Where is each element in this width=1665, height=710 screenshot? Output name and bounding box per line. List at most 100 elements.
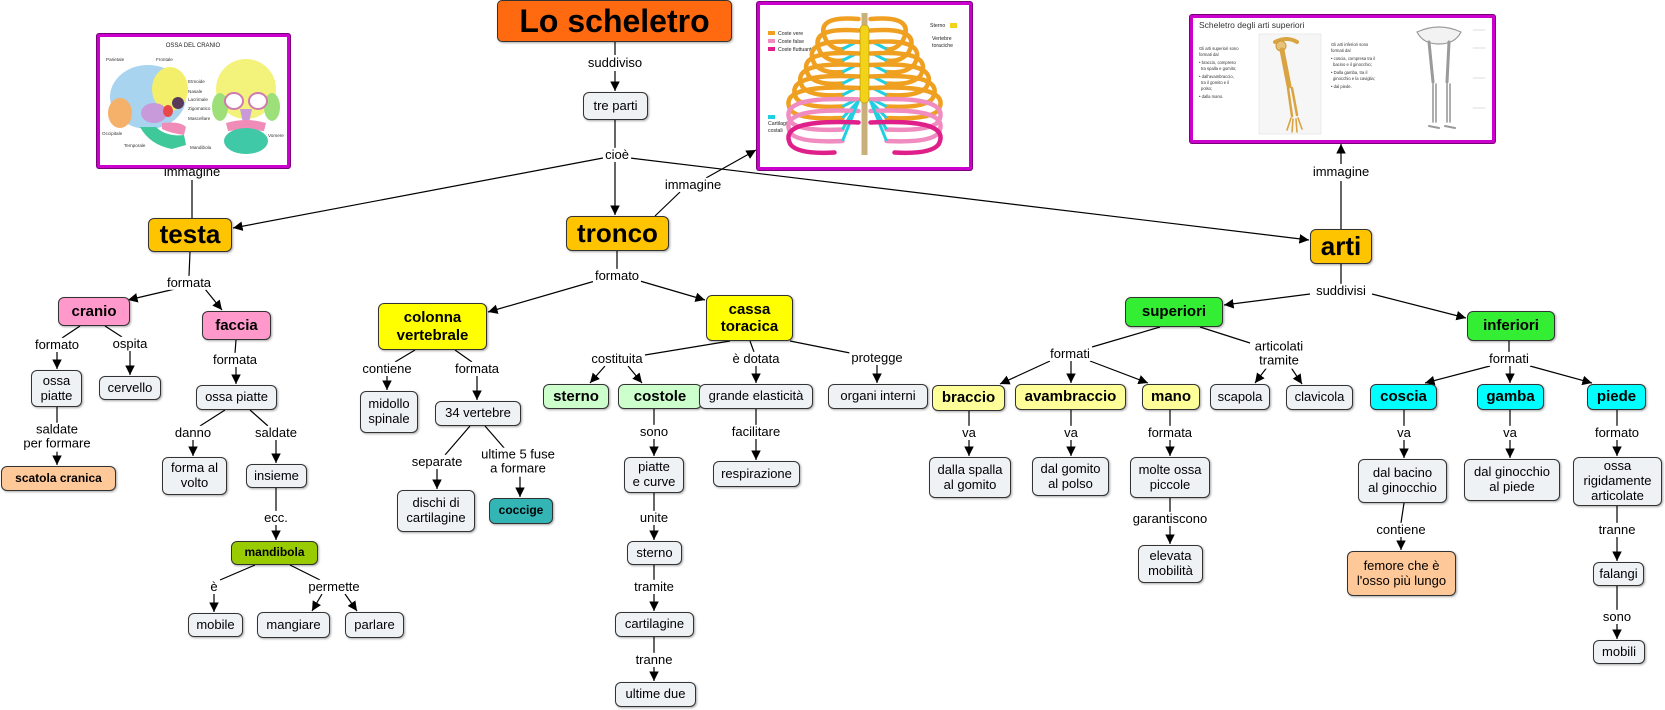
legend-label: Coste vere — [778, 31, 803, 37]
connector — [199, 409, 226, 427]
node-femore: femore che è l'osso più lungo — [1347, 551, 1456, 596]
connector-arrow — [1529, 365, 1593, 386]
connector-arrow — [311, 593, 323, 612]
limbs-text-line: • coscia, compresa tra il — [1331, 56, 1375, 61]
node-respirazione: respirazione — [713, 461, 800, 487]
connector-arrow — [1223, 293, 1311, 309]
node-dal-bacino-al-ginocchio: dal bacino al ginocchio — [1358, 459, 1447, 503]
ribcage-illustration: Coste vere Coste false Coste fluttuanti … — [768, 13, 957, 156]
link-label: tramite — [632, 578, 676, 595]
link-label: va — [960, 424, 978, 441]
legend-label: Coste fluttuanti — [778, 47, 813, 53]
rib — [809, 39, 861, 75]
rib — [868, 50, 926, 87]
connector-arrow — [1289, 365, 1303, 385]
rib — [786, 119, 861, 156]
connector-arrow — [232, 157, 604, 231]
link-label: formato — [592, 267, 642, 284]
limbs-text-line: • braccio, compreso — [1199, 60, 1237, 65]
node-ossa-piatte-faccia: ossa piatte — [196, 385, 277, 410]
node-braccio: braccio — [932, 385, 1005, 411]
skull-image: OSSA DEL CRANIO Parietale Frontale Etmoi… — [97, 34, 290, 168]
link-label: formata — [164, 274, 214, 291]
link-label: formati — [1487, 350, 1531, 367]
limbs-text-line: Gli arti inferiori sono — [1331, 42, 1369, 47]
rib — [868, 39, 920, 75]
node-colonna-vertebrale: colonna vertebrale — [378, 303, 487, 350]
node-clavicola: clavicola — [1286, 385, 1353, 410]
link-label: unite — [637, 509, 671, 526]
connector — [234, 339, 237, 354]
limbs-text-line: • dalla mano. — [1199, 94, 1223, 99]
link-label: ecc. — [262, 509, 290, 526]
skull-label: Occipitale — [102, 131, 123, 136]
link-label: immagine — [1310, 163, 1372, 180]
cartilagini-label: Cartilagini — [768, 121, 791, 127]
limbs-title: Scheletro degli arti superiori — [1199, 20, 1304, 30]
skull-label: Parietale — [106, 57, 125, 62]
connector — [749, 340, 755, 353]
link-label: va — [1062, 424, 1080, 441]
node-superiori: superiori — [1125, 297, 1223, 327]
skull-label: Vomere — [268, 133, 284, 138]
node-parlare: parlare — [345, 612, 404, 638]
limbs-text-line: bacino e il ginocchio; — [1333, 62, 1372, 67]
node-cassa-toracica: cassa toracica — [706, 295, 793, 341]
node-elevata-mobilita: elevata mobilità — [1138, 545, 1203, 583]
connector — [289, 564, 321, 581]
connector — [394, 349, 416, 363]
rib — [868, 73, 937, 110]
link-label: formato — [1592, 424, 1642, 441]
node-scatola-cranica: scatola cranica — [1, 466, 116, 491]
link-label: tranne — [1596, 521, 1638, 538]
link-label: ultime 5 fuse a formare — [479, 446, 557, 477]
node-faccia: faccia — [202, 311, 271, 340]
connector-arrow — [1371, 293, 1467, 321]
sterno-label: Sterno — [930, 23, 945, 29]
link-label: permette — [306, 578, 362, 595]
limbs-image: Scheletro degli arti superiori Gli arti … — [1190, 15, 1495, 143]
skull-label: Mascellare — [188, 116, 211, 121]
legend-label: Coste false — [778, 39, 804, 45]
limbs-text-line: • Dalla gamba, tra il — [1331, 70, 1367, 75]
link-label: contiene — [1374, 521, 1428, 538]
node-gamba: gamba — [1477, 384, 1544, 410]
skull-label: Frontale — [156, 57, 173, 62]
node-grande-elasticita: grande elasticità — [699, 384, 813, 409]
connector — [444, 425, 471, 456]
link-label: saldate — [253, 424, 299, 441]
connector-arrow — [999, 360, 1051, 385]
node-34-vertebre: 34 vertebre — [435, 401, 521, 426]
node-falangi: falangi — [1593, 562, 1644, 586]
link-label: contiene — [360, 360, 414, 377]
connector — [654, 191, 681, 217]
node-organi-interni: organi interni — [828, 384, 928, 409]
ribcage-image: Coste vere Coste false Coste fluttuanti … — [757, 2, 972, 170]
limbs-text-line: Gli arti superiori sono — [1199, 46, 1239, 51]
connector-arrow — [639, 280, 706, 302]
connector-arrow — [589, 365, 606, 384]
rib — [792, 73, 861, 110]
link-label: suddivisi — [1314, 282, 1368, 299]
link-label: facilitare — [729, 423, 783, 440]
link-label: articolati tramite — [1252, 338, 1306, 369]
limbs-text-line: formati dal — [1331, 48, 1351, 53]
rib — [798, 62, 861, 98]
link-label: formata — [452, 360, 502, 377]
link-label: formata — [210, 351, 260, 368]
link-label: saldate per formare — [21, 421, 93, 452]
connector — [1400, 502, 1405, 524]
node-forma-al-volto: forma al volto — [162, 457, 227, 495]
link-label: sono — [637, 423, 671, 440]
sterno-bone — [859, 24, 870, 104]
link-label: garantiscono — [1130, 510, 1210, 527]
node-sterno: sterno — [543, 384, 609, 409]
node-mano: mano — [1142, 384, 1200, 410]
link-label: formata — [1145, 424, 1195, 441]
link-label: danno — [172, 424, 214, 441]
connector — [789, 340, 851, 354]
connector-arrow — [629, 157, 1310, 244]
node-piatte-e-curve: piatte e curve — [624, 457, 684, 493]
node-mangiare: mangiare — [257, 612, 330, 638]
node-costole: costole — [618, 384, 702, 409]
